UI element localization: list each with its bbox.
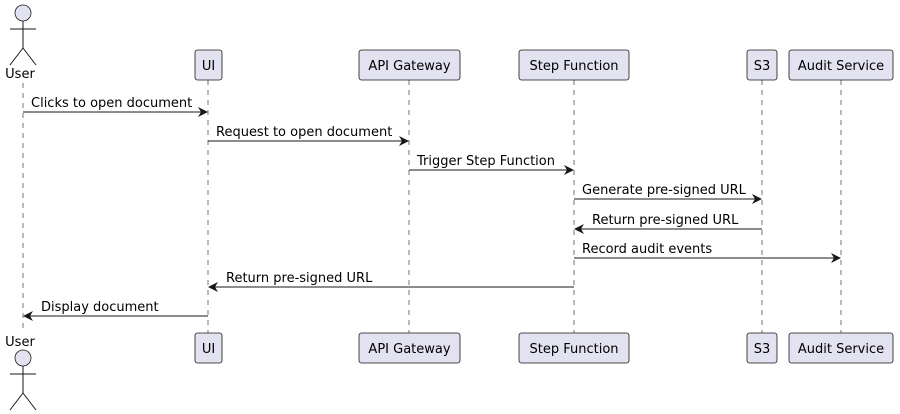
participant-gateway-top: API Gateway	[358, 49, 461, 81]
actor-leg-left	[9, 392, 24, 411]
participant-audit-top: Audit Service	[788, 49, 894, 81]
participant-ui-top: UI	[194, 49, 223, 81]
participant-label: S3	[754, 59, 771, 74]
actor-bottom: User	[5, 335, 37, 411]
participant-stepfn-bottom: Step Function	[518, 332, 630, 364]
actor-top: User	[5, 4, 37, 82]
participant-box	[788, 332, 894, 364]
participant-box	[518, 332, 630, 364]
message-label: Return pre-signed URL	[226, 271, 373, 286]
participant-box	[358, 332, 461, 364]
participant-gateway-bottom: API Gateway	[358, 332, 461, 364]
participant-label: API Gateway	[368, 59, 450, 74]
message-4: Generate pre-signed URL	[574, 183, 762, 204]
message-label: Record audit events	[582, 242, 712, 257]
participant-box	[194, 49, 223, 81]
message-label: Display document	[41, 300, 159, 315]
participant-label: API Gateway	[368, 342, 450, 357]
message-label: Trigger Step Function	[416, 154, 555, 169]
participant-box	[358, 49, 461, 81]
participant-s3-top: S3	[746, 49, 778, 81]
message-label: Request to open document	[216, 125, 392, 140]
participant-ui-bottom: UI	[194, 332, 223, 364]
message-7: Return pre-signed URL	[208, 271, 574, 292]
message-label: Clicks to open document	[31, 96, 192, 111]
actor-head	[14, 4, 32, 22]
participant-box	[746, 49, 778, 81]
participant-label: Step Function	[529, 342, 618, 357]
participant-label: S3	[754, 342, 771, 357]
actor-leg-left	[9, 47, 24, 66]
participant-label: Audit Service	[798, 342, 884, 357]
actor-label: User	[5, 335, 35, 350]
participant-box	[518, 49, 630, 81]
message-label: Return pre-signed URL	[592, 213, 739, 228]
participant-box	[788, 49, 894, 81]
participant-label: UI	[202, 342, 215, 357]
actor-leg-right	[22, 47, 37, 66]
message-1: Clicks to open document	[23, 96, 208, 117]
message-3: Trigger Step Function	[409, 154, 574, 175]
message-5: Return pre-signed URL	[574, 213, 762, 234]
participant-box	[746, 332, 778, 364]
participant-label: UI	[202, 59, 215, 74]
actor-head	[14, 349, 32, 367]
message-2: Request to open document	[208, 125, 409, 146]
message-label: Generate pre-signed URL	[582, 183, 747, 198]
participant-box	[194, 332, 223, 364]
participant-label: Audit Service	[798, 59, 884, 74]
message-6: Record audit events	[574, 242, 841, 263]
lifelines	[22, 80, 842, 333]
actor-label: User	[5, 67, 35, 82]
participant-label: Step Function	[529, 59, 618, 74]
message-8: Display document	[23, 300, 208, 321]
participant-audit-bottom: Audit Service	[788, 332, 894, 364]
actor-leg-right	[22, 392, 37, 411]
participant-s3-bottom: S3	[746, 332, 778, 364]
participant-stepfn-top: Step Function	[518, 49, 630, 81]
